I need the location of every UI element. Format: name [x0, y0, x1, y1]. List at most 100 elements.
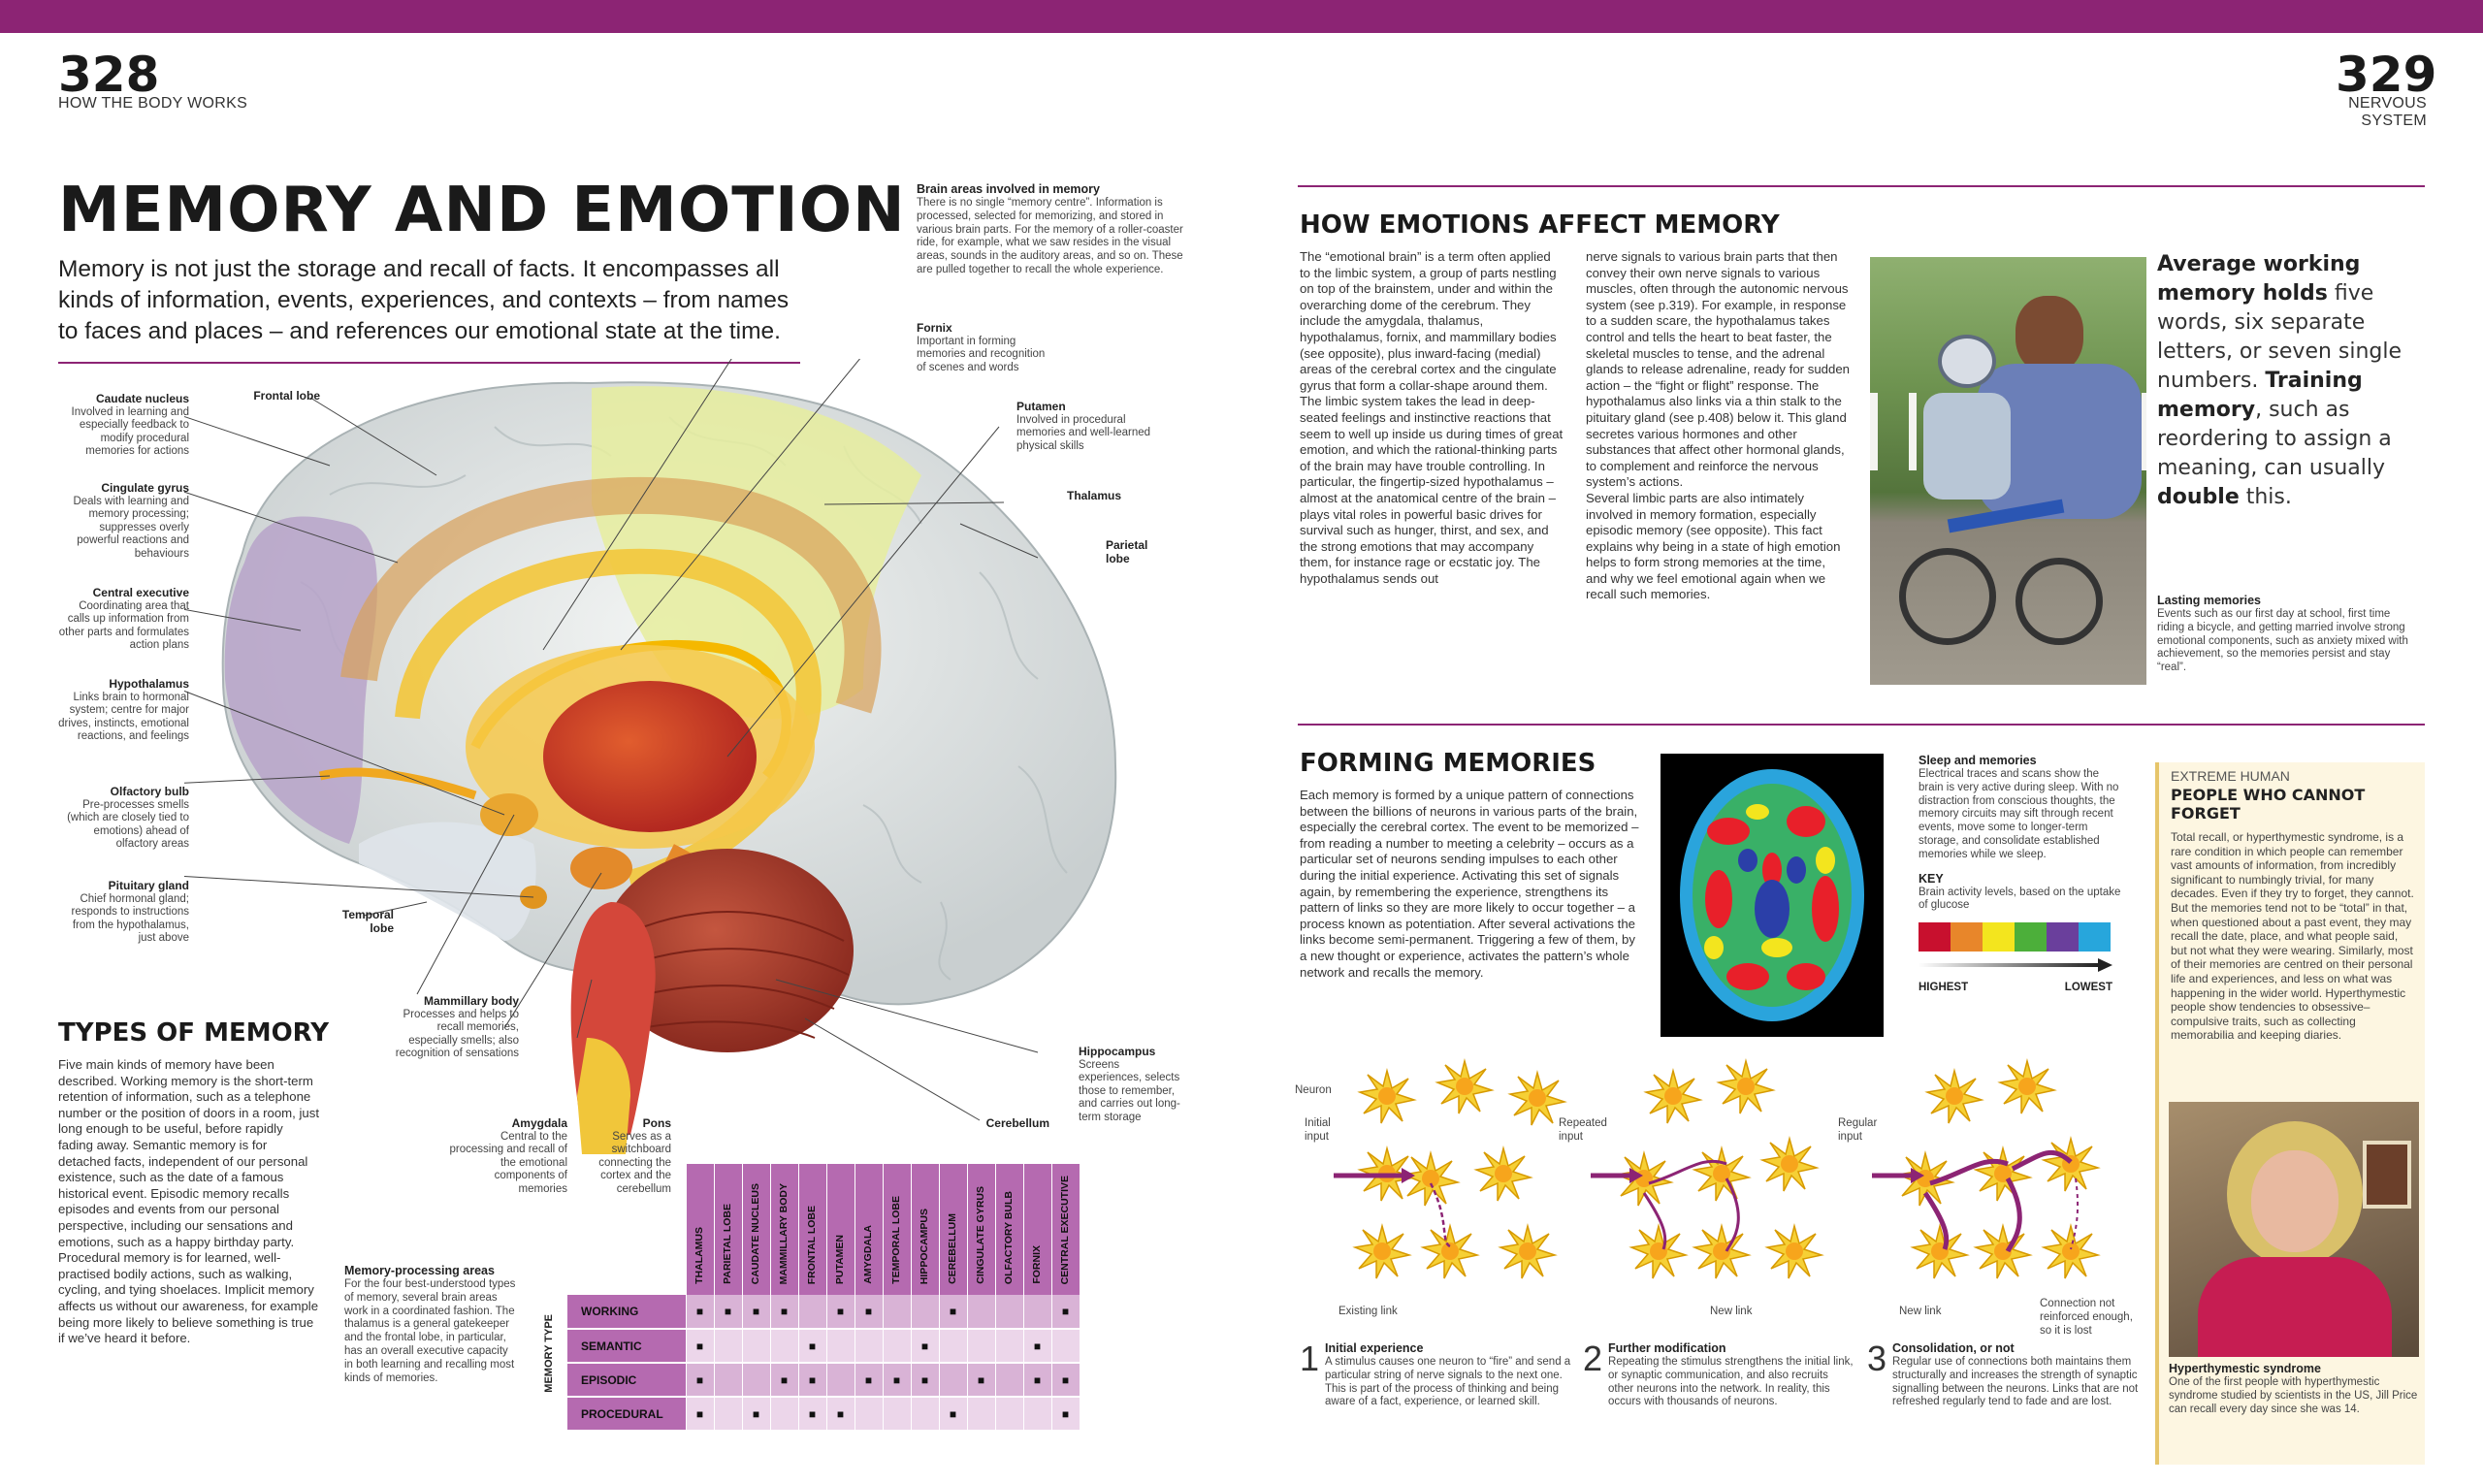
table-column-header: FRONTAL LOBE — [798, 1164, 827, 1295]
photo-bike-wheel-front — [2015, 558, 2103, 645]
label-central-exec-title: Central executive — [92, 586, 189, 599]
table-cell: ■ — [686, 1397, 715, 1432]
table-column-header: PUTAMEN — [826, 1164, 855, 1295]
table-cell — [1051, 1329, 1080, 1364]
table-column-header: CENTRAL EXECUTIVE — [1051, 1164, 1080, 1295]
sleep-title: Sleep and memories — [1919, 754, 2037, 767]
label-fornix-text: Important in forming memories and recogn… — [917, 335, 1046, 373]
label-parietal-title: Parietal lobe — [1106, 538, 1148, 565]
table-cell — [798, 1295, 827, 1330]
label-mammillary-text: Processes and helps to recall memories, … — [395, 1008, 519, 1060]
label-fornix-title: Fornix — [917, 321, 952, 335]
label-cerebellum-title: Cerebellum — [985, 1116, 1049, 1130]
table-cell — [1023, 1295, 1052, 1330]
label-temporal-title: Temporal lobe — [341, 908, 394, 935]
pet-scan-image — [1680, 769, 1864, 1021]
left-page-number: 328 — [58, 47, 160, 103]
key-color-swatch — [2079, 922, 2111, 952]
table-cell: ■ — [883, 1363, 912, 1398]
table-column-header: CAUDATE NUCLEUS — [742, 1164, 771, 1295]
brain-diagram — [127, 154, 1117, 1154]
table-cell: ■ — [911, 1363, 940, 1398]
table-column-header: CEREBELLUM — [939, 1164, 968, 1295]
table-cell — [967, 1397, 996, 1432]
table-cell — [995, 1329, 1024, 1364]
step-3-number: 3 — [1867, 1339, 1887, 1378]
panel-3-neurons — [1897, 1060, 2099, 1279]
key-text: Brain activity levels, based on the upta… — [1919, 886, 2121, 912]
table-corner — [567, 1164, 687, 1295]
brainstem — [577, 1038, 630, 1154]
row-label: EPISODIC — [567, 1363, 687, 1398]
label-caudate-text: Involved in learning and especially feed… — [71, 405, 189, 458]
table-cell — [995, 1295, 1024, 1330]
column-label: MAMMILLARY BODY — [778, 1182, 790, 1284]
table-cell: ■ — [686, 1295, 715, 1330]
label-olfactory-title: Olfactory bulb — [110, 785, 189, 798]
table-cell: ■ — [826, 1397, 855, 1432]
fact-text-2: , such as reordering to assign a meaning… — [2157, 398, 2392, 480]
jill-caption-title: Hyperthymestic syndrome — [2169, 1362, 2322, 1375]
extreme-human-box: EXTREME HUMAN PEOPLE WHO CANNOT FORGET T… — [2155, 762, 2425, 1465]
panel-2-neurons — [1616, 1060, 1822, 1279]
table-cell: ■ — [855, 1295, 884, 1330]
photo-background-frame — [2363, 1141, 2411, 1209]
photo-jill-price — [2169, 1102, 2419, 1357]
column-label: FORNIX — [1031, 1245, 1043, 1284]
row-label: WORKING — [567, 1295, 687, 1330]
brain-illustration — [127, 154, 1193, 1154]
row-label: SEMANTIC — [567, 1329, 687, 1364]
hypothalamus — [480, 793, 538, 836]
table-cell — [714, 1397, 743, 1432]
step-1-text: A stimulus causes one neuron to “fire” a… — [1325, 1356, 1571, 1408]
table-column-header: CINGULATE GYRUS — [967, 1164, 996, 1295]
existing-link-label: Existing link — [1338, 1306, 1398, 1317]
memory-type-axis-label: MEMORY TYPE — [543, 1314, 555, 1393]
new-link-label-2: New link — [1899, 1306, 1942, 1317]
forming-text: Each memory is formed by a unique patter… — [1300, 788, 1639, 980]
types-heading: TYPES OF MEMORY — [58, 1018, 330, 1048]
table-cell — [939, 1329, 968, 1364]
table-cell — [883, 1295, 912, 1330]
label-putamen-title: Putamen — [1016, 400, 1066, 413]
table-cell — [883, 1397, 912, 1432]
table-cell: ■ — [855, 1363, 884, 1398]
label-central-exec-text: Coordinating area that calls up informat… — [58, 599, 189, 652]
memory-processing-text: For the four best-understood types of me… — [344, 1278, 516, 1384]
mid-rule — [1298, 724, 2425, 726]
extreme-kicker: EXTREME HUMAN — [2171, 768, 2290, 784]
left-section-name: HOW THE BODY WORKS — [58, 95, 248, 112]
table-cell — [967, 1329, 996, 1364]
label-cingulate-text: Deals with learning and memory processin… — [73, 495, 189, 560]
label-thalamus: Thalamus — [1067, 489, 1145, 503]
fact-bold-2: Training memory — [2157, 369, 2363, 422]
extreme-text: Total recall, or hyperthymestic syndrome… — [2171, 830, 2414, 1043]
label-amygdala-text: Central to the processing and recall of … — [449, 1130, 567, 1195]
table-cell — [911, 1397, 940, 1432]
new-link-label-1: New link — [1710, 1306, 1753, 1317]
label-hypothalamus-title: Hypothalamus — [109, 677, 189, 691]
table-body: WORKING■■■■■■■■SEMANTIC■■■■EPISODIC■■■■■… — [567, 1295, 1080, 1432]
label-amygdala-title: Amygdala — [511, 1116, 567, 1130]
initial-input-label: Initial input — [1305, 1117, 1331, 1143]
lasting-memories-caption: Lasting memories Events such as our firs… — [2157, 594, 2419, 675]
emotions-heading: HOW EMOTIONS AFFECT MEMORY — [1300, 210, 1780, 240]
key-arrow — [1919, 958, 2112, 973]
table-cell: ■ — [742, 1397, 771, 1432]
table-cell — [855, 1329, 884, 1364]
brain-areas-note: Brain areas involved in memory There is … — [917, 182, 1198, 277]
key-swatches — [1919, 922, 2122, 952]
column-label: TEMPORAL LOBE — [890, 1196, 902, 1284]
table-column-header: TEMPORAL LOBE — [883, 1164, 912, 1295]
table-cell — [742, 1363, 771, 1398]
column-label: AMYGDALA — [862, 1225, 874, 1284]
table-cell: ■ — [686, 1329, 715, 1364]
step-2-title: Further modification — [1608, 1341, 1726, 1355]
